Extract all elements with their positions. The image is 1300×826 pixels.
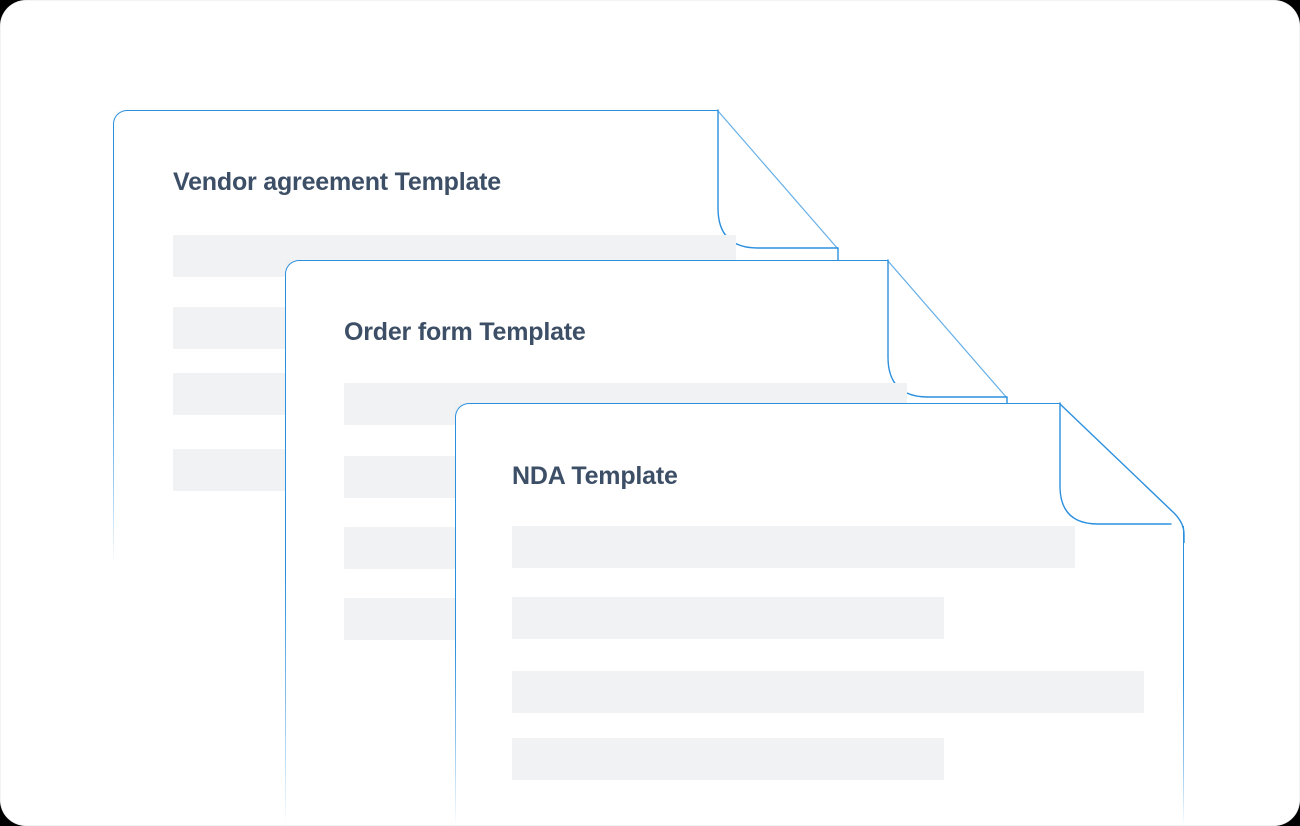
card-title: Vendor agreement Template <box>173 168 501 196</box>
card-edge-left <box>455 417 456 826</box>
card-edge-top <box>299 260 888 261</box>
placeholder-bar <box>512 671 1144 713</box>
placeholder-bar <box>512 526 1075 568</box>
placeholder-bar <box>512 597 944 639</box>
card-title: NDA Template <box>512 462 678 490</box>
card-edge-left <box>285 274 286 826</box>
document-card-nda[interactable]: NDA Template <box>455 402 1185 826</box>
card-corner-top-left <box>285 260 300 275</box>
card-edge-left <box>113 124 114 564</box>
card-corner-top-left <box>113 110 128 125</box>
card-edge-top <box>127 110 718 111</box>
card-edge-top <box>469 403 1060 404</box>
placeholder-bar <box>512 738 944 780</box>
card-title: Order form Template <box>344 318 586 346</box>
card-corner-top-left <box>455 403 470 418</box>
card-edge-right <box>1183 526 1184 826</box>
